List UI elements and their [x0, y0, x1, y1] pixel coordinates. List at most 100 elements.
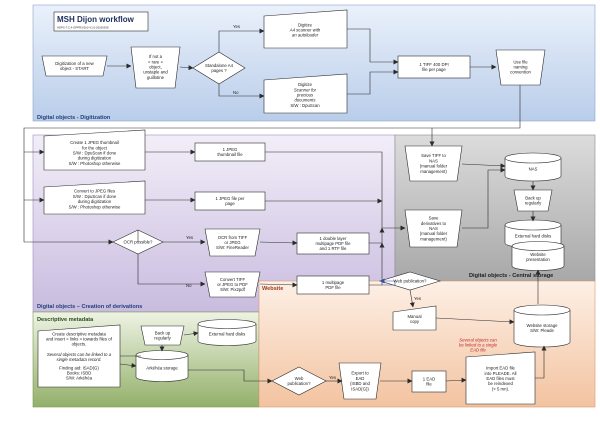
node-export-ead-line: ISAD(G)): [351, 386, 369, 391]
node-mpdf-line: PDF file: [325, 285, 341, 290]
node-rare-line: guillotine: [147, 75, 165, 80]
lane-label-digitization: Digital objects - Digitization: [37, 115, 111, 121]
node-import-ead-line: EAD files must: [486, 376, 515, 381]
node-backup2-line: regularly: [154, 336, 171, 341]
rare-shape: [130, 46, 181, 89]
node-jpeg-thumb-line: 1 JPEG: [223, 147, 238, 152]
thumb-shape: [43, 129, 146, 171]
node-thumb-line: S/W : DpuScan if done: [73, 151, 117, 156]
edges: [23, 28, 547, 384]
node-export-ead-line: EAD: [356, 376, 365, 381]
node-convert-pdf-line: or JPEG to PDF: [217, 282, 248, 287]
node-standalone-line: pages ?: [211, 68, 227, 73]
node-import-ead-line: Import EAD file: [486, 366, 516, 371]
node-convert-jpeg-line: during digitization: [78, 199, 112, 204]
web-storage-cylinder: [513, 304, 571, 348]
node-naming-line: Use file: [513, 59, 528, 64]
title-main: MSH Dijon workflow: [57, 15, 135, 24]
node-web-present-line: presentation: [526, 257, 550, 262]
node-convert-pdf-line: Convert TIFF: [220, 277, 246, 282]
naming-shape: [495, 49, 546, 86]
node-ocr-line: or JPEG: [224, 240, 241, 245]
node-web-pub2-line: Web: [295, 376, 304, 381]
edge-label-yes-web1: Yes: [414, 296, 421, 301]
node-meta-line: objects.: [72, 342, 87, 347]
node-meta-aid-line: S/W: Arkéhéa: [66, 376, 93, 381]
node-rare-line: « rare »: [148, 59, 163, 64]
node-scanner-line: documents: [294, 98, 316, 103]
note-ead-line: Several objects can: [459, 337, 497, 342]
node-save-tiff-line: NAS: [429, 158, 438, 163]
node-save-deriv-line: (manual folder: [420, 231, 448, 236]
node-meta-italic: Several objects can be linked to asingle…: [47, 352, 112, 362]
meta-shape: [37, 324, 121, 388]
a4-shape: [263, 9, 348, 49]
node-import-ead-line: be reindexed: [488, 381, 513, 386]
node-ocr-question-line: OCR possible?: [124, 240, 154, 245]
node-scanner-line: S/W : DpuScan: [290, 103, 320, 108]
node-dlpdf-line: 1 double layer: [320, 236, 348, 241]
node-convert-jpeg-line: S/W : Photoshop otherwise: [69, 204, 121, 209]
node-meta-italic-line: single metadata record.: [57, 357, 102, 362]
node-a4-line: A4 scanner with: [289, 28, 321, 33]
edge-label-yes-a4: Yes: [233, 24, 240, 29]
node-scanner-line: precious: [296, 93, 314, 98]
save-tiff-shape: [404, 145, 463, 182]
node-standalone-line: Standalone A4: [205, 63, 234, 68]
node-thumb-line: S/W : Photoshop otherwise: [69, 161, 121, 166]
node-backup1-line: Back up: [525, 195, 541, 200]
node-web-pub2-line: publication?: [288, 381, 312, 386]
node-convert-jpeg-line: Convert to JPEG files: [74, 189, 115, 194]
node-naming-line: naming: [513, 65, 528, 70]
import-ead-shape: [465, 351, 536, 405]
node-start-line: object - START: [60, 66, 89, 71]
node-save-tiff-line: Save TIFF to: [421, 153, 446, 158]
backup2-shape: [140, 325, 185, 346]
node-rare-line: unstaple and: [143, 70, 168, 75]
node-rare-line: object,: [149, 65, 162, 70]
node-meta-italic-line: Several objects can be linked to a: [47, 352, 112, 357]
backup1-shape: [513, 189, 553, 212]
node-thumb-line: for the object: [82, 145, 108, 150]
manual-copy-shape: [392, 305, 437, 331]
node-ocr-question: OCR possible?: [124, 240, 154, 245]
node-rare: If not a« rare »object,unstaple andguill…: [143, 54, 168, 80]
node-rare-line: If not a: [149, 54, 163, 59]
web-pub2-decision: [271, 366, 327, 396]
node-save-deriv-line: derivatives to: [421, 221, 447, 226]
edge-label-no-ocr: No: [186, 283, 192, 288]
node-ehd2-line: External hard disks: [209, 332, 246, 337]
node-backup2-line: Back up: [155, 330, 171, 335]
title-code: HDPS-T.C.4-GPPR/V2h2-V1.0-20160308: [57, 26, 109, 30]
lane-label-metadata: Descriptive metadata: [37, 317, 94, 323]
node-export-ead-line: Export to: [351, 371, 369, 376]
node-nas: NAS: [529, 167, 538, 172]
node-jpeg-page-line: 1 JPEG file per: [216, 196, 245, 201]
node-arkheia: Arkéhéa storage: [146, 366, 178, 371]
start-shape: [41, 55, 108, 77]
node-backup1-line: regularly: [525, 201, 542, 206]
node-meta-aid-line: Finding aid: ISAD(G): [59, 365, 99, 370]
node-export-ead-line: (ISBD and: [350, 381, 370, 386]
node-meta-aid-line: Books: ISBD: [67, 371, 91, 376]
node-import-ead-line: into PLEADE. All: [484, 371, 516, 376]
node-web-pub1-line: Web publication?: [394, 279, 427, 284]
